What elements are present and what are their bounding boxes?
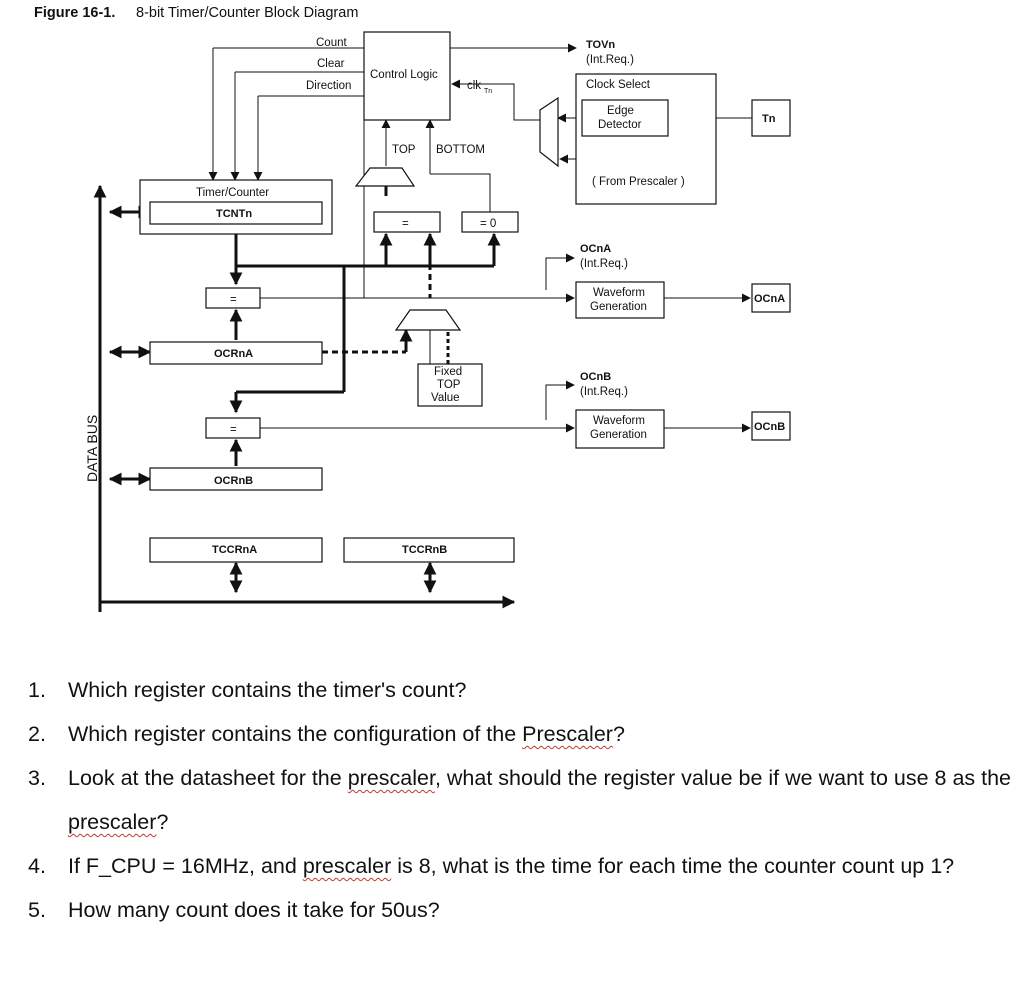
spellcheck-word: prescaler [302,854,392,878]
tn-label: Tn [762,113,776,125]
fixed-label: Fixed [434,366,462,378]
question-text: , what should the register value be if w… [434,766,1012,790]
question-number: 1. [28,678,46,702]
question-list: 1. Which register contains the timer's co… [28,668,1018,932]
question-number: 3. [28,766,46,790]
question-text: How many count does it take for 50us? [68,898,440,922]
diagram-boxes [139,31,791,563]
ocna-out-box [751,283,791,313]
ocna-label: OCnA [580,243,611,255]
top-mux [354,167,416,187]
clock-mux [539,96,559,168]
question-number: 5. [28,898,46,922]
ocrnb-label: OCRnB [214,475,253,487]
question-text: is 8, what is the time for each time the… [391,854,955,878]
figure-title-text: 8-bit Timer/Counter Block Diagram [136,5,358,21]
compare-top-box [373,211,441,233]
tovn-int-label: (Int.Req.) [586,54,634,66]
compare-b-box [205,417,261,439]
diagram-labels: Count Clear Direction Control Logic clk … [84,37,785,556]
ocnb-out-box [751,411,791,441]
question-text: If F_CPU = 16MHz, and [68,854,303,878]
tccrna-label: TCCRnA [212,544,257,556]
tn-box [751,99,791,137]
clock-select-label: Clock Select [586,79,651,91]
compare-a-label: = [230,294,237,306]
question-number: 2. [28,722,46,746]
compare-a-box [205,287,261,309]
question-item: 4. If F_CPU = 16MHz, and prescaler is 8, … [28,844,1018,888]
control-logic-box [363,31,451,121]
bottom-label: BOTTOM [436,144,485,156]
tccrna-box [149,537,323,563]
question-item: 1. Which register contains the timer's co… [28,668,1018,712]
edge-detector-box [581,99,669,137]
timer-counter-label: Timer/Counter [196,187,269,199]
question-item: 3. Look at the datasheet for the prescale… [28,756,1018,844]
waveform-a-box [575,281,665,319]
count-label: Count [316,37,347,49]
waveform-b-label: Waveform [593,415,645,427]
data-bus-label: DATA BUS [84,415,100,482]
from-prescaler-label: ( From Prescaler ) [592,176,685,188]
spellcheck-word: Prescaler [522,722,613,746]
generation-a-label: Generation [590,301,647,313]
generation-b-label: Generation [590,429,647,441]
detector-label: Detector [598,119,642,131]
ocnb-label: OCnB [580,371,611,383]
question-item: 2. Which register contains the configurat… [28,712,1018,756]
lower-mux [394,309,462,331]
tcntn-box [149,201,323,225]
question-text: Which register contains the configuratio… [68,722,523,746]
control-logic-label: Control Logic [370,69,438,81]
edge-label: Edge [607,105,634,117]
question-item: 5. How many count does it take for 50us? [28,888,1018,932]
question-text: Which register contains the timer's coun… [68,678,467,702]
clear-label: Clear [317,58,345,70]
ocrnb-box [149,467,323,491]
compare-b-label: = [230,424,237,436]
question-text: ? [612,722,625,746]
compare-zero-label: = 0 [480,218,496,230]
ocrna-label: OCRnA [214,348,253,360]
fixed-value-label: Value [431,392,460,404]
top-label: TOP [392,144,416,156]
tccrnb-box [343,537,515,563]
question-text: Look at the datasheet for the [68,766,348,790]
question-number: 4. [28,854,46,878]
compare-top-label: = [402,218,409,230]
fixed-top-box [417,363,483,407]
timer-counter-block-diagram: Figure 16-1. 8-bit Timer/Counter Block D… [34,5,791,612]
direction-label: Direction [306,80,351,92]
waveform-b-box [575,409,665,449]
dashed-lines [322,264,432,354]
tcntn-label: TCNTn [216,208,252,220]
spellcheck-word: prescaler [347,766,435,790]
clk-label: clk [467,80,481,92]
question-text: ? [156,810,169,834]
multiplexers [354,96,559,331]
ocna-out-label: OCnA [754,293,785,305]
ocnb-out-label: OCnB [754,421,785,433]
clock-select-box [575,73,717,205]
fixed-top-label: TOP [437,379,461,391]
ocna-int-label: (Int.Req.) [580,258,628,270]
clk-subscript: Tn [484,88,492,95]
figure-title-prefix: Figure 16-1. [34,5,115,21]
ocnb-int-label: (Int.Req.) [580,386,628,398]
ocrna-box [149,341,323,365]
tccrnb-label: TCCRnB [402,544,447,556]
compare-zero-box [461,211,519,233]
waveform-a-label: Waveform [593,287,645,299]
spellcheck-word: prescaler [68,810,157,834]
tovn-label: TOVn [586,39,615,51]
